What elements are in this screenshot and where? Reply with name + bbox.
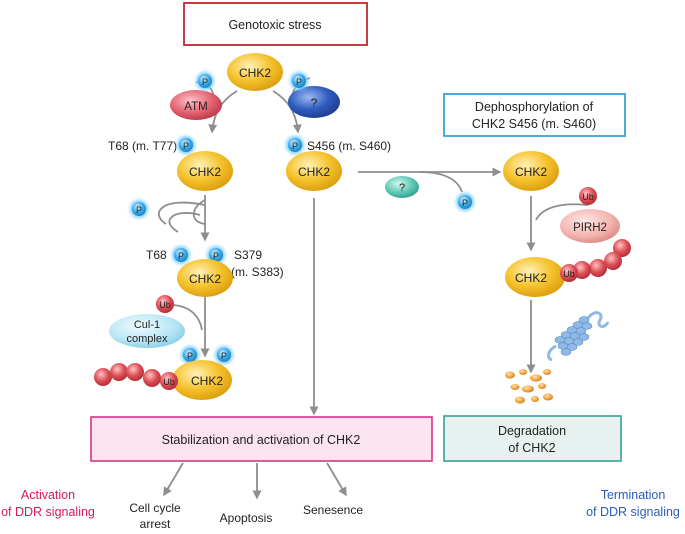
site-t68-m-t77: T68 (m. T77) — [108, 139, 177, 153]
degraded-peptides-icon — [505, 369, 553, 404]
phospho-label: P — [213, 251, 219, 261]
chk2-top-label: CHK2 — [239, 66, 271, 80]
chk2-top: CHK2 — [227, 53, 283, 91]
phospho-badge-t68: P — [177, 136, 195, 154]
phospho-badge-ub-chk2-2: P — [215, 346, 233, 364]
arrow-to-cell-cycle-arrest — [163, 462, 184, 497]
chk2-dephos-label: CHK2 — [515, 165, 547, 179]
pirh2-label: PIRH2 — [573, 222, 607, 234]
atm-kinase: ATM — [170, 90, 222, 120]
proteasome-icon — [547, 311, 610, 362]
site-t68: T68 — [146, 248, 167, 262]
termination-label-line1: Termination — [601, 488, 666, 502]
phospho-loop — [168, 199, 206, 233]
stabilization-label: Stabilization and activation of CHK2 — [162, 433, 361, 447]
pirh2-ligase: PIRH2 — [560, 209, 620, 243]
phospho-label: P — [292, 141, 298, 151]
polyubiquitin-chain-right — [573, 239, 631, 279]
degradation-label-line2: of CHK2 — [508, 441, 555, 455]
phospho-loop-arc — [157, 201, 206, 225]
phospho-badge-loop: P — [130, 200, 148, 218]
phospho-badge-unknown: P — [290, 72, 308, 90]
dephosphorylation-box: Dephosphorylation of CHK2 S456 (m. S460) — [443, 93, 626, 137]
pirh2-input-curve — [535, 203, 589, 221]
ubiquitin-badge-cul1: Ub — [156, 295, 174, 313]
chk2-t68-label: CHK2 — [189, 165, 221, 179]
outcome-cell-cycle-line2: arrest — [140, 517, 171, 531]
chk2-s456: CHK2 — [286, 151, 342, 191]
chk2-ubiquitinated-right: CHK2 — [505, 257, 565, 297]
phospho-label: P — [136, 205, 142, 215]
activation-label-line1: Activation — [21, 488, 75, 502]
outcome-cell-cycle-line1: Cell cycle — [129, 501, 181, 515]
ubiquitin-badge-left-chk2: Ub — [160, 372, 178, 390]
phospho-label: P — [183, 141, 189, 151]
chk2-ub-left-label: CHK2 — [191, 374, 223, 388]
ubiquitin-label: Ub — [563, 269, 575, 279]
outcome-senesence: Senesence — [303, 503, 363, 517]
chk2-t68-s379-label: CHK2 — [189, 272, 221, 286]
genotoxic-stress-label: Genotoxic stress — [228, 18, 321, 32]
dephosphorylation-label-line2: CHK2 S456 (m. S460) — [472, 117, 596, 131]
ubiquitin-label: Ub — [163, 377, 175, 387]
phospho-label: P — [462, 198, 468, 208]
stabilization-box: Stabilization and activation of CHK2 — [90, 416, 433, 462]
chk2-t68-s379: CHK2 — [177, 259, 233, 297]
arrow-to-senesence — [326, 462, 347, 497]
phospho-badge-ub-chk2-1: P — [181, 346, 199, 364]
phospho-badge-s456: P — [286, 136, 304, 154]
phospho-label: P — [221, 351, 227, 361]
polyubiquitin-chain-left — [94, 363, 161, 387]
ubiquitin-badge-right-chk2: Ub — [560, 264, 578, 282]
phospho-label: P — [202, 77, 208, 87]
cul1-complex: Cul-1 complex — [109, 314, 185, 348]
degradation-label-line1: Degradation — [498, 424, 566, 438]
phospho-badge-t68-second: P — [172, 246, 190, 264]
chk2-ubiquitinated-left: CHK2 — [172, 360, 232, 400]
chk2-t68: CHK2 — [177, 151, 233, 191]
site-s379: S379 — [234, 248, 262, 262]
phosphatase-unknown: ? — [385, 176, 419, 198]
phospho-label: P — [296, 77, 302, 87]
phospho-badge-s379: P — [207, 246, 225, 264]
cul1-label-line2: complex — [127, 333, 168, 345]
site-s456-m-s460: S456 (m. S460) — [307, 139, 391, 153]
connectors — [157, 77, 589, 500]
phospho-badge-released: P — [456, 193, 474, 211]
outcome-apoptosis: Apoptosis — [220, 511, 273, 525]
phosphatase-label: ? — [399, 182, 405, 194]
ubiquitin-label: Ub — [582, 192, 594, 202]
chk2-s456-label: CHK2 — [298, 165, 330, 179]
cul1-label-line1: Cul-1 — [134, 319, 160, 331]
site-m-s383: (m. S383) — [231, 265, 284, 279]
phosphate-release-curve — [419, 171, 463, 193]
termination-label-line2: of DDR signaling — [586, 505, 680, 519]
degradation-box: Degradation of CHK2 — [443, 415, 622, 462]
ubiquitin-badge-pirh2: Ub — [579, 187, 597, 205]
atm-label: ATM — [184, 101, 207, 113]
phospho-badge-atm: P — [196, 72, 214, 90]
chk2-dephosphorylated: CHK2 — [503, 151, 559, 191]
genotoxic-stress-box: Genotoxic stress — [183, 2, 368, 46]
unknown-kinase-label: ? — [311, 96, 318, 110]
chk2-ub-right-label: CHK2 — [515, 271, 547, 285]
unknown-kinase: ? — [288, 86, 340, 118]
phospho-label: P — [178, 251, 184, 261]
ubiquitin-label: Ub — [159, 300, 171, 310]
activation-label-line2: of DDR signaling — [1, 505, 95, 519]
dephosphorylation-label-line1: Dephosphorylation of — [475, 100, 594, 114]
phospho-label: P — [187, 351, 193, 361]
ub-input-curve — [171, 304, 203, 331]
